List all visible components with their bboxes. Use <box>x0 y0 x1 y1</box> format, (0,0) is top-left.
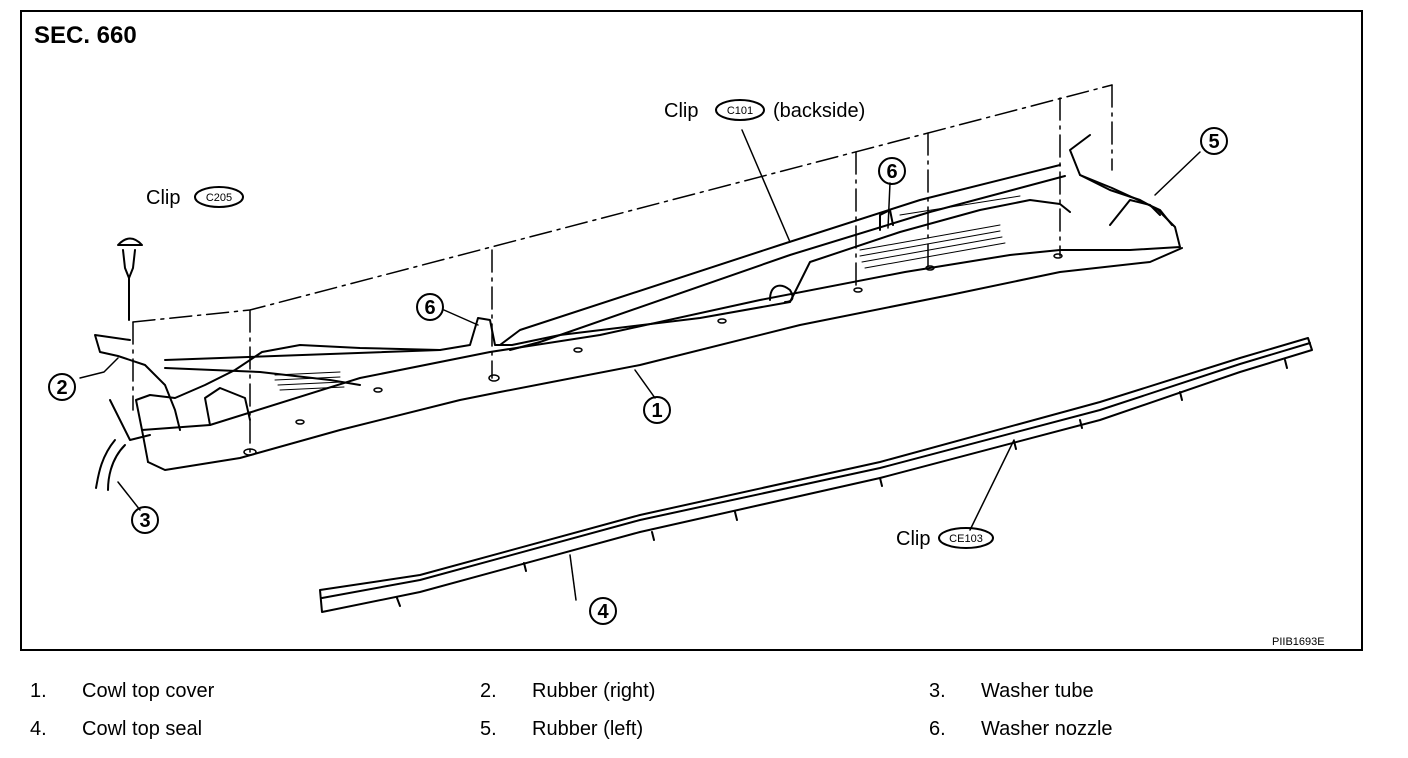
part-circle-5 <box>1200 127 1228 155</box>
part-number-5: 5 <box>1208 131 1219 153</box>
part-number-6b: 6 <box>886 161 897 183</box>
part-number-2: 2 <box>56 377 67 399</box>
clip-c101-suffix: (backside) <box>773 100 865 122</box>
legend-number: 6. <box>929 718 946 740</box>
legend-number: 4. <box>30 718 47 740</box>
cowl-top-cover-drawing <box>94 134 1183 491</box>
legend-number: 5. <box>480 718 497 740</box>
section-title: SEC. 660 <box>34 22 137 49</box>
part-number-3: 3 <box>139 510 150 532</box>
part-number-circles <box>48 127 1228 625</box>
clip-code-oval-ce103 <box>938 527 994 549</box>
part-circle-1 <box>643 396 671 424</box>
legend-number: 3. <box>929 680 946 702</box>
clip-ce103-code: CE103 <box>949 533 983 545</box>
legend-text: Washer nozzle <box>981 718 1113 740</box>
clip-code-oval-c101 <box>715 99 765 121</box>
part-circle-3 <box>131 506 159 534</box>
clip-c205-label: Clip <box>146 187 180 209</box>
clip-ce103-label: Clip <box>896 528 930 550</box>
legend-text: Rubber (right) <box>532 680 656 702</box>
diagram-frame <box>20 10 1363 651</box>
part-number-6a: 6 <box>424 297 435 319</box>
clip-code-oval-c205 <box>194 186 244 208</box>
figure-code: PIIB1693E <box>1272 636 1325 648</box>
part-circle-6a <box>416 293 444 321</box>
clip-c101-code: C101 <box>727 105 753 117</box>
clip-c205-code: C205 <box>206 192 232 204</box>
part-circle-6b <box>878 157 906 185</box>
clip-c205-drawing <box>117 237 143 321</box>
part-circle-2 <box>48 373 76 401</box>
legend-text: Cowl top cover <box>82 680 215 702</box>
cowl-top-seal-drawing <box>319 337 1313 613</box>
part-number-4: 4 <box>597 601 609 623</box>
part-circle-4 <box>589 597 617 625</box>
legend-text: Cowl top seal <box>82 718 203 740</box>
cowl-exploded-diagram: 1 2 3 4 5 6 6 Clip C205 Clip C101 (backs… <box>48 84 1313 625</box>
part-number-1: 1 <box>651 400 662 422</box>
legend-number: 2. <box>480 680 497 702</box>
legend-text: Rubber (left) <box>532 718 644 740</box>
clip-c101-label: Clip <box>664 100 698 122</box>
legend-number: 1. <box>30 680 47 702</box>
legend-text: Washer tube <box>981 680 1094 702</box>
